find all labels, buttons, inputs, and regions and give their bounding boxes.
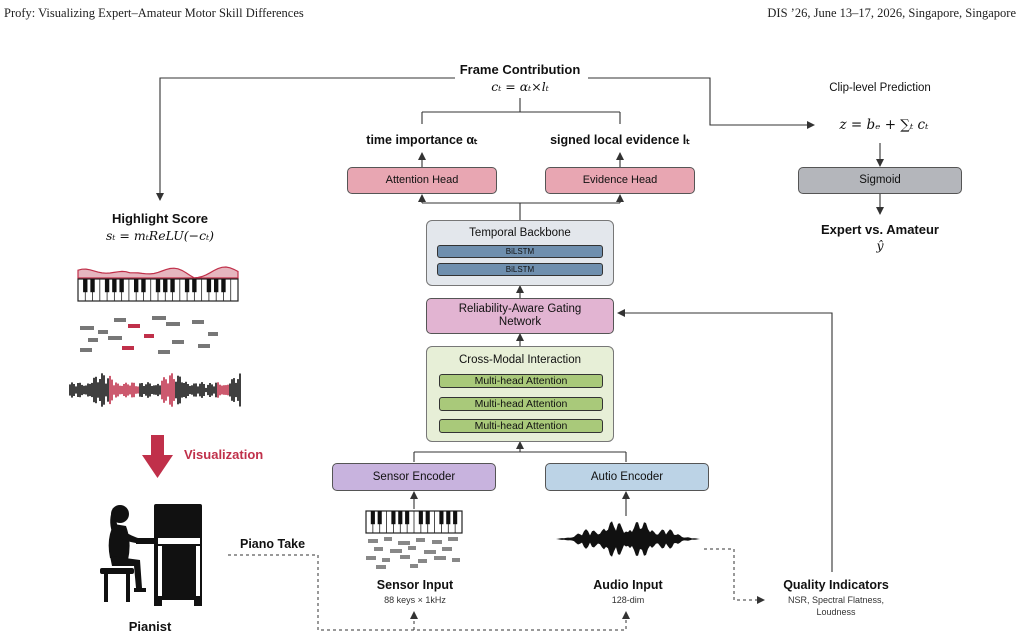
cross-modal-panel: Cross-Modal Interaction Multi-head Atten…: [426, 346, 614, 442]
evidence-head-box: Evidence Head: [545, 167, 695, 194]
audio-input-title: Audio Input: [593, 578, 663, 592]
line-quality-to-gating: [617, 309, 833, 572]
highlight-waveform-icon: [69, 373, 241, 407]
mha-layer-3: Multi-head Attention: [439, 419, 603, 433]
dashed-take-to-audio: [228, 554, 630, 631]
frame-contribution-title: Frame Contribution: [459, 62, 581, 77]
time-importance-label: time importance αₜ: [366, 133, 478, 147]
quality-indicators-detail-1: NSR, Spectral Flatness,: [787, 595, 885, 605]
quality-indicators-title: Quality Indicators: [783, 578, 889, 592]
audio-input-detail: 128-dim: [611, 595, 645, 605]
sensor-input-title: Sensor Input: [376, 578, 454, 592]
line-to-highlight: [156, 77, 455, 201]
cross-modal-title: Cross-Modal Interaction: [458, 354, 582, 366]
clip-prediction-title: Clip-level Prediction: [829, 82, 931, 94]
signed-local-evidence-label: signed local evidence lₜ: [550, 133, 690, 147]
pianist-icon: [100, 504, 202, 606]
audio-waveform-icon: [556, 521, 700, 557]
audio-waveform-path: [556, 521, 700, 557]
audio-encoder-box: Autio Encoder: [545, 463, 709, 491]
temporal-backbone-panel: Temporal Backbone BiLSTM BiLSTM: [426, 220, 614, 286]
dashed-audio-to-quality: [704, 548, 765, 604]
quality-indicators-detail-2: Loudness: [816, 607, 856, 617]
highlight-curve-icon: [77, 266, 239, 279]
piano-take-label: Piano Take: [240, 537, 306, 551]
bilstm-layer-bottom: BiLSTM: [437, 263, 603, 276]
header-right: DIS ’26, June 13–17, 2026, Singapore, Si…: [767, 6, 1016, 20]
highlight-score-formula: sₜ = mₜReLU(−cₜ): [105, 228, 215, 243]
highlight-visualization-graphic: [69, 266, 241, 407]
mha-layer-1: Multi-head Attention: [439, 374, 603, 388]
highlight-notes-icon: [80, 316, 218, 354]
temporal-backbone-title: Temporal Backbone: [469, 227, 571, 239]
output-symbol: ŷ: [876, 238, 884, 253]
line-to-clip: [588, 77, 815, 129]
header-left: Profy: Visualizing Expert–Amateur Motor …: [4, 6, 304, 20]
sensor-keyboard-icon: [365, 510, 463, 534]
sigmoid-box: Sigmoid: [798, 167, 962, 194]
clip-prediction-formula: z = bₑ + ∑ₜ cₜ: [839, 117, 929, 133]
pianist-label: Pianist: [128, 619, 172, 634]
bilstm-layer-top: BiLSTM: [437, 245, 603, 258]
frame-contribution-formula: cₜ = αₜ×lₜ: [491, 79, 549, 94]
visualization-label: Visualization: [184, 447, 264, 462]
gating-network-box: Reliability-Aware Gating Network: [426, 298, 614, 334]
mha-layer-2: Multi-head Attention: [439, 397, 603, 411]
highlight-keyboard-icon: [77, 278, 239, 302]
sensor-encoder-box: Sensor Encoder: [332, 463, 496, 491]
attention-head-box: Attention Head: [347, 167, 497, 194]
sensor-input-graphic: [365, 510, 463, 569]
sensor-input-detail: 88 keys × 1kHz: [384, 595, 446, 605]
sensor-notes-icon: [366, 537, 460, 569]
visualization-arrow: [142, 435, 173, 478]
output-title: Expert vs. Amateur: [820, 222, 939, 237]
highlight-score-title: Highlight Score: [111, 211, 209, 226]
